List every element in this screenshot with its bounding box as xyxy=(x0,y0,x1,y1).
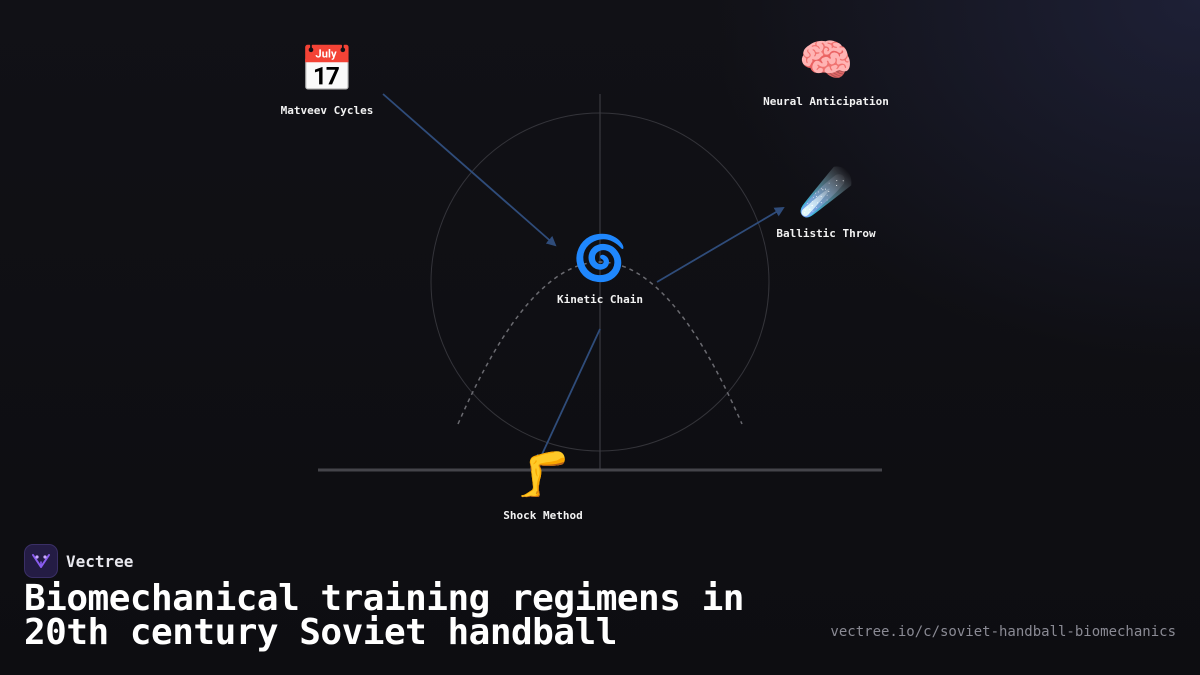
leg-icon: 🦵 xyxy=(515,449,571,500)
arrow-kinetic-to-ballistic xyxy=(656,206,785,283)
node-label: Matveev Cycles xyxy=(280,104,374,117)
node-shock-method: 🦵 Shock Method xyxy=(503,449,582,522)
node-label: Shock Method xyxy=(503,509,583,522)
arrow-kinetic-to-shock xyxy=(536,328,601,465)
vectree-logo-icon xyxy=(24,544,58,578)
node-label: Kinetic Chain xyxy=(556,293,644,306)
node-matveev-cycles: 📅 Matveev Cycles xyxy=(281,44,374,117)
brand[interactable]: Vectree xyxy=(24,544,133,578)
node-ballistic-throw: ☄️ Ballistic Throw xyxy=(776,167,875,240)
node-neural-anticipation: 🧠 Neural Anticipation xyxy=(763,35,889,108)
trajectory-arc xyxy=(457,261,743,425)
page-url[interactable]: vectree.io/c/soviet-handball-biomechanic… xyxy=(830,624,1176,640)
comet-icon: ☄️ xyxy=(798,167,854,218)
node-kinetic-chain: 🌀 Kinetic Chain xyxy=(557,233,643,306)
node-label: Neural Anticipation xyxy=(763,95,889,108)
calendar-icon: 📅 xyxy=(299,44,355,95)
spiral-icon: 🌀 xyxy=(572,233,628,284)
page-title: Biomechanical training regimens in 20th … xyxy=(24,578,744,653)
brand-name: Vectree xyxy=(66,551,134,571)
node-label: Ballistic Throw xyxy=(776,227,876,240)
brain-icon: 🧠 xyxy=(798,35,854,86)
arrow-matveev-to-kinetic xyxy=(382,93,557,247)
